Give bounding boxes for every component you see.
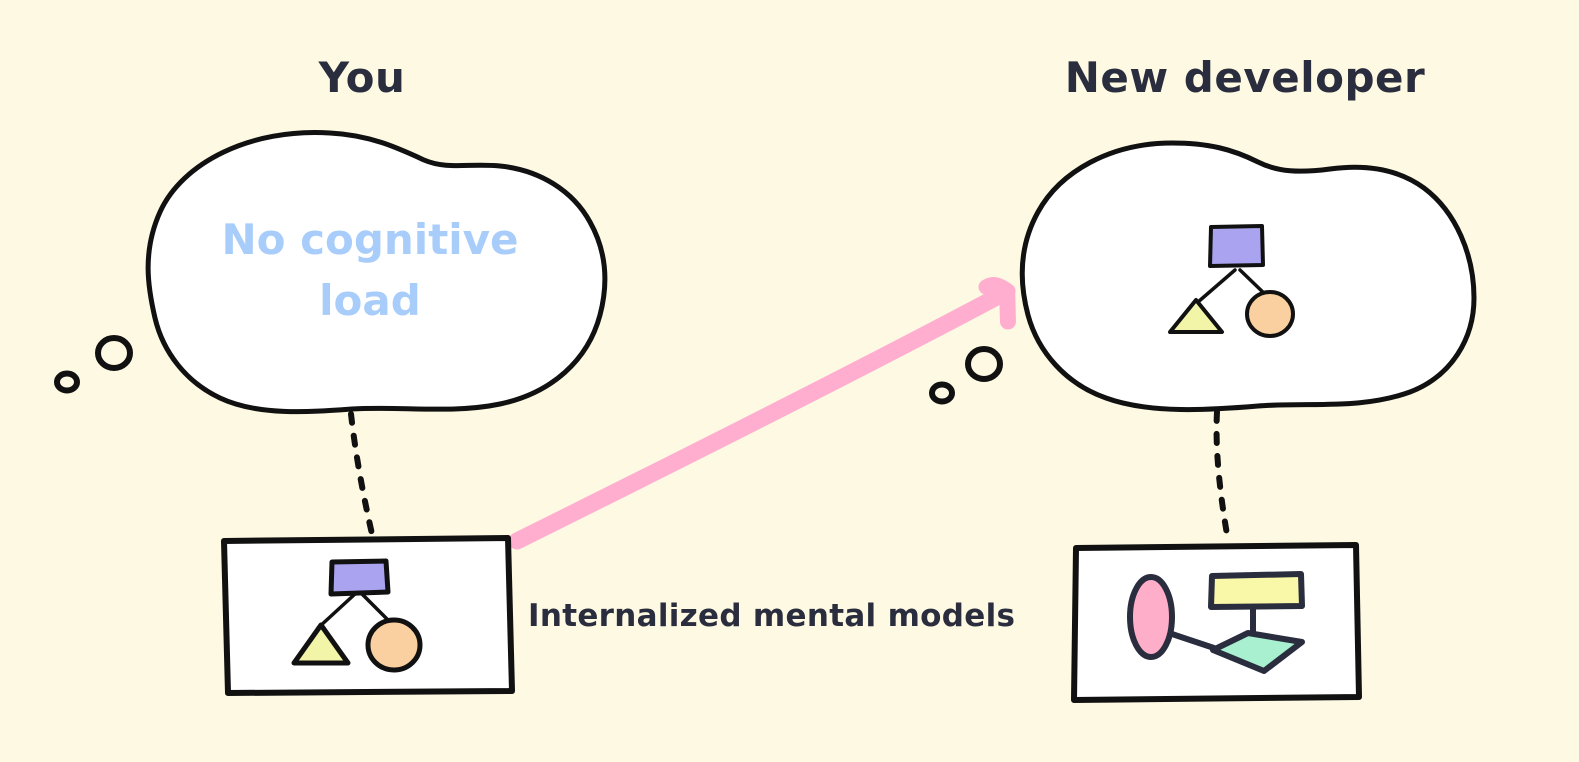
left-dashed-connector [348, 411, 375, 537]
right-graph-node-rect-yellow [1208, 571, 1305, 610]
left-mental-model-box-frame [221, 535, 515, 696]
left-thought-bubble-shape [145, 130, 608, 415]
left-tree-node-triangle-yellow [291, 622, 351, 666]
left-tree-node-circle-orange [365, 617, 423, 673]
bubble-tree-node-rect-purple [1208, 224, 1265, 268]
left-tree-edge-root-to-triangle [316, 592, 357, 630]
left-tree-edge-root-to-circle [360, 592, 392, 624]
bubble-tree-edge-root-to-triangle [1196, 268, 1237, 304]
page-title-left: You [318, 53, 406, 102]
right-thought-bubble-group[interactable] [929, 140, 1477, 413]
no-cognitive-load-line-1: No cognitive [221, 215, 519, 264]
bubble-tree-node-circle-orange [1245, 290, 1295, 338]
left-bubble-tail-dot-large [95, 335, 133, 371]
page-title-right: New developer [1064, 53, 1426, 102]
no-cognitive-load-text: No cognitive load [205, 210, 535, 332]
left-mental-model-box[interactable] [221, 535, 515, 696]
bubble-tree-node-triangle-yellow [1168, 298, 1224, 334]
right-graph-edge-ellipse-to-diamond [1169, 631, 1217, 651]
left-thought-bubble-group[interactable] [54, 130, 608, 415]
no-cognitive-load-line-2: load [319, 275, 421, 325]
right-graph-node-ellipse-pink [1127, 574, 1175, 660]
right-mental-model-box-frame [1071, 542, 1362, 703]
left-bubble-tail-dot-small [54, 370, 80, 394]
right-bubble-mental-model-tree [1168, 224, 1295, 338]
right-dashed-connector [1213, 409, 1231, 543]
right-graph-node-diamond-mint [1210, 630, 1305, 674]
knowledge-transfer-arrow[interactable] [508, 277, 1016, 550]
left-tree-node-rect-purple [328, 558, 391, 597]
knowledge-transfer-arrow-shaft [508, 283, 1015, 550]
right-bubble-tail-dot-small [929, 381, 955, 405]
internalized-mental-models-label: Internalized mental models [528, 598, 1016, 634]
right-mental-model-box[interactable] [1071, 542, 1362, 703]
right-bubble-tail-dot-large [965, 346, 1003, 382]
knowledge-transfer-arrow-head-barb [978, 277, 1016, 299]
